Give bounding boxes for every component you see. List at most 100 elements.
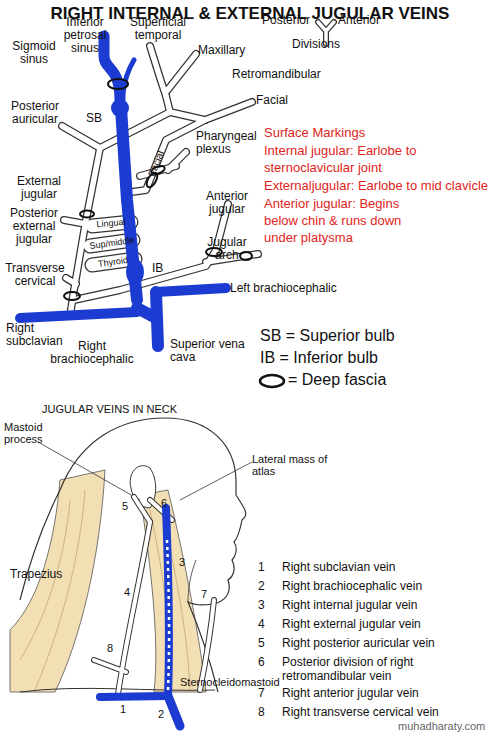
superior-vena-cava	[156, 292, 158, 346]
key-number: 2	[258, 579, 276, 593]
callout-number: 4	[121, 586, 133, 598]
sinus-label: Inferior petrosal sinus	[52, 16, 118, 55]
sinus-label: Sigmoid sinus	[6, 40, 62, 66]
inferior-bulb	[126, 259, 144, 285]
vein-label: Left brachiocephalic	[230, 282, 360, 295]
superior-bulb	[111, 99, 129, 117]
vein-fill	[94, 660, 126, 672]
key-text: Right internal jugular vein	[282, 598, 492, 612]
vein-label: Facial	[145, 146, 168, 182]
key-number: 6	[258, 655, 276, 669]
division-label: Divisions	[292, 38, 362, 51]
inferior-petrosal-sinus	[122, 60, 134, 102]
vein-label: Right subclavian	[6, 322, 68, 348]
vein-fill	[64, 220, 86, 224]
abbreviation-key: SB = Superior bulb	[260, 326, 480, 345]
callout-number: 3	[176, 556, 188, 568]
vein-fill	[62, 126, 100, 148]
vein-label: Posterior auricular	[4, 100, 66, 126]
surface-marking-note: Anterior jugular: Begins below chin & ru…	[264, 195, 436, 246]
retromandibular-vein	[166, 96, 205, 120]
vein-outline	[62, 46, 258, 316]
neck-internal-jugular	[166, 508, 169, 696]
callout-number: 6	[158, 497, 170, 509]
vein-fill	[118, 522, 150, 694]
key-number: 3	[258, 598, 276, 612]
note-heading: Surface Markings	[264, 124, 492, 141]
neck-vein-fill	[94, 497, 214, 694]
vein-label: Jugular arch	[196, 236, 258, 262]
key-number: 1	[258, 560, 276, 574]
vein-fill	[66, 278, 76, 284]
legend-fascia-sample	[260, 375, 284, 387]
division-label: Posterior	[262, 14, 322, 27]
watermark: muhadharaty.com	[398, 720, 498, 732]
bulb-label: IB	[152, 262, 182, 275]
leader-line	[38, 442, 140, 500]
maxillary-vein	[166, 54, 196, 92]
structure-label: Lateral mass of atlas	[252, 453, 332, 477]
trapezius-muscle	[10, 470, 105, 692]
vein-label: Retromandibular	[232, 68, 342, 81]
vein-fill	[70, 148, 100, 316]
key-text: Right anterior jugular vein	[282, 686, 492, 700]
vein-label: Lingual	[90, 216, 133, 230]
section-heading: JUGULAR VEINS IN NECK	[42, 403, 242, 415]
vein-label: Transverse cervical	[2, 262, 68, 288]
external-jugular-vein	[118, 522, 150, 694]
vein-fill	[168, 152, 186, 170]
jaw-line	[188, 560, 196, 602]
structure-label: Mastoid process	[4, 421, 64, 445]
vein-label: Maxillary	[198, 44, 268, 57]
hidden-vein-dashes	[167, 540, 169, 690]
vein-fill	[74, 204, 228, 300]
anterior-jugular-vein	[74, 204, 228, 300]
vein-fill	[100, 112, 170, 148]
key-text: Right transverse cervical vein	[282, 705, 492, 719]
vein-label: Posterior external jugular	[2, 207, 66, 246]
vein-label: Thyroid	[92, 254, 135, 270]
left-brachiocephalic-vein	[156, 288, 226, 292]
vein-label: Sup/middle	[88, 235, 137, 252]
neck-brachiocephalic-vein	[168, 696, 180, 726]
key-number: 4	[258, 617, 276, 631]
plexus-label: Pharyngeal plexus	[196, 130, 266, 156]
bulb-label: SB	[86, 112, 116, 125]
callout-number: 2	[155, 708, 167, 720]
key-text: Right external jugular vein	[282, 617, 492, 631]
vein-label: Superior vena cava	[170, 338, 250, 364]
fascia-ring	[108, 79, 128, 89]
division-label: Anterior	[338, 14, 398, 27]
muscle-label: Trapezius	[10, 568, 80, 581]
vein-fill	[150, 46, 166, 96]
leader-line	[180, 462, 252, 500]
vein-label: Facial	[256, 94, 306, 107]
head-outline	[20, 418, 246, 692]
vein-fill	[62, 46, 258, 316]
legend-text: = Deep fascia	[288, 370, 488, 389]
sigmoid-sinus	[104, 36, 120, 100]
posterior-division	[100, 112, 170, 148]
vein-label: Right brachiocephalic	[50, 340, 134, 366]
vein-fill	[166, 96, 205, 120]
callout-number: 1	[117, 703, 129, 715]
surface-marking-note: Internal jugular: Earlobe to sternoclavi…	[264, 142, 436, 176]
posterior-auricular-vein	[134, 497, 150, 522]
key-text: Right subclavian vein	[282, 560, 492, 574]
abbreviation-key: IB = Inferior bulb	[260, 348, 480, 367]
fascia-ring	[240, 252, 252, 260]
vein-label: Superficial temporal	[118, 16, 198, 42]
muscle-fibre	[35, 490, 85, 690]
key-number: 8	[258, 705, 276, 719]
callout-number: 8	[104, 642, 116, 654]
vein-label: Anterior jugular	[194, 190, 260, 216]
neck-subclavian-vein	[100, 696, 168, 697]
callout-number: 5	[119, 500, 131, 512]
callout-number: 7	[198, 588, 210, 600]
key-number: 7	[258, 686, 276, 700]
posterior-auricular-vein	[62, 126, 100, 148]
key-number: 5	[258, 636, 276, 650]
